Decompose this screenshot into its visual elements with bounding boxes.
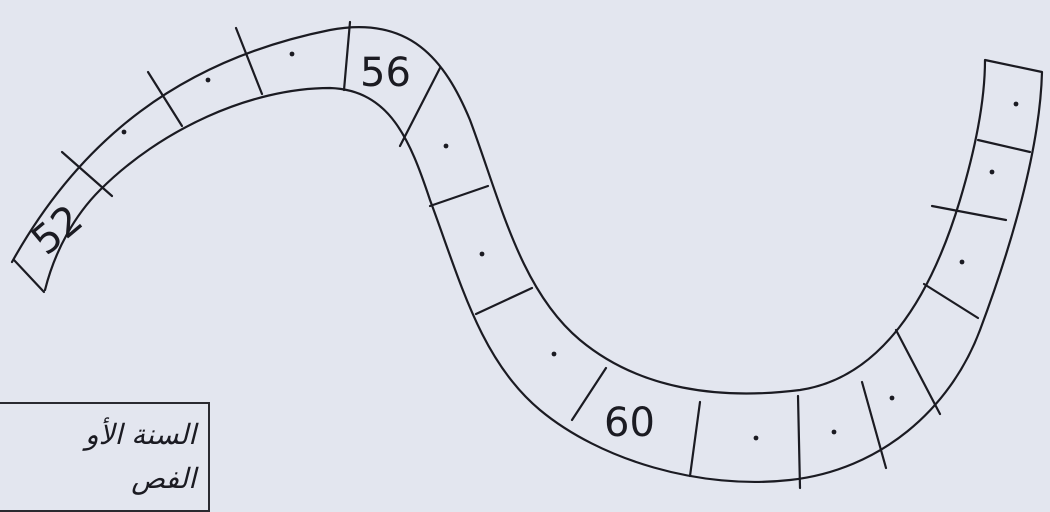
cell-dot — [552, 352, 557, 357]
cell-dot — [832, 430, 837, 435]
divider — [572, 368, 606, 420]
note-line-2: الفص — [131, 462, 196, 495]
cell-dot — [480, 252, 485, 257]
cell-dot — [1014, 102, 1019, 107]
cell-dot — [122, 130, 127, 135]
cell-dot — [290, 52, 295, 57]
divider — [690, 402, 700, 476]
cell-dot — [890, 396, 895, 401]
divider — [344, 22, 350, 90]
cell-label-52: 52 — [23, 196, 92, 264]
cell-dot — [444, 144, 449, 149]
divider — [798, 396, 800, 488]
title-note-box: السنة الأو الفص — [0, 402, 210, 512]
divider — [896, 330, 940, 414]
empty-cell-dots — [122, 52, 1019, 441]
cell-dot — [754, 436, 759, 441]
divider — [476, 288, 532, 314]
divider — [932, 206, 1006, 220]
cell-dot — [960, 260, 965, 265]
divider — [978, 140, 1030, 152]
note-line-1: السنة الأو — [85, 418, 196, 451]
cell-dot — [206, 78, 211, 83]
divider — [924, 284, 978, 318]
divider — [862, 382, 886, 468]
divider — [14, 260, 44, 292]
cell-label-56: 56 — [360, 50, 411, 96]
divider — [148, 72, 182, 126]
number-snake-worksheet: 52 56 60 السنة الأو الفص — [0, 0, 1050, 498]
cell-label-60: 60 — [604, 400, 655, 446]
divider — [236, 28, 262, 94]
divider — [430, 186, 488, 206]
cell-dot — [990, 170, 995, 175]
